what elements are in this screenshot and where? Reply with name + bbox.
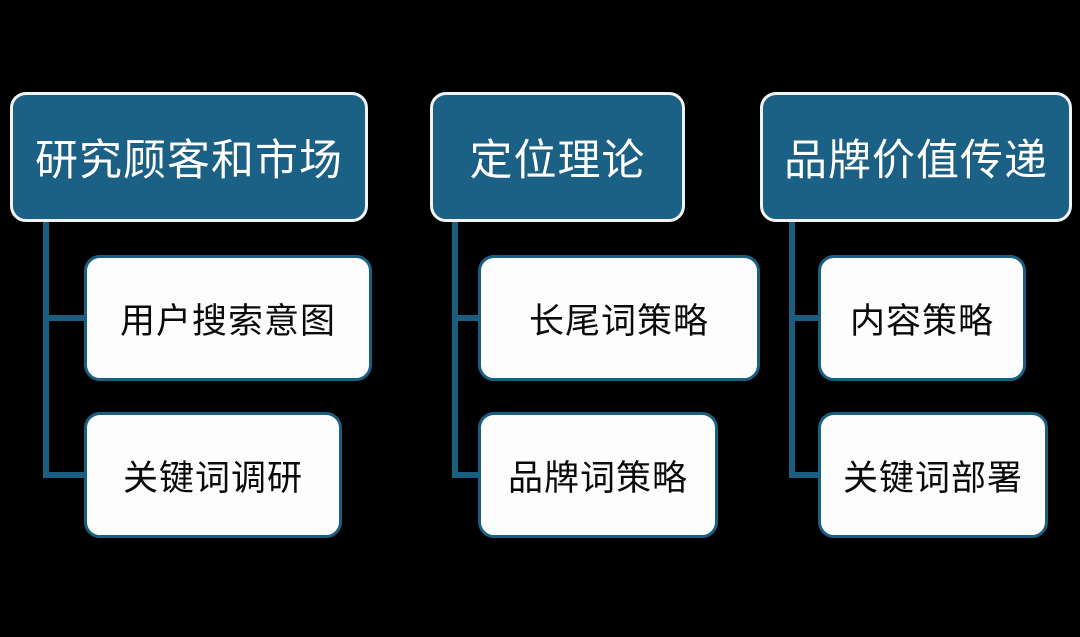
connector-col1-trunk (43, 222, 84, 478)
connector-col2-trunk (452, 222, 478, 478)
connector-col3-trunk (789, 222, 818, 478)
child-node-关键词调研[interactable]: 关键词调研 (84, 412, 342, 538)
connector-group-col3 (789, 222, 818, 478)
child-node-用户搜索意图[interactable]: 用户搜索意图 (84, 255, 372, 381)
header-node-研究顾客和市场[interactable]: 研究顾客和市场 (10, 92, 368, 222)
header-node-定位理论[interactable]: 定位理论 (430, 92, 685, 222)
header-node-品牌价值传递[interactable]: 品牌价值传递 (760, 92, 1072, 222)
child-node-品牌词策略[interactable]: 品牌词策略 (478, 412, 718, 538)
child-node-内容策略[interactable]: 内容策略 (818, 255, 1026, 381)
child-node-长尾词策略[interactable]: 长尾词策略 (478, 255, 760, 381)
connector-group-col1 (43, 222, 84, 478)
child-node-关键词部署[interactable]: 关键词部署 (818, 412, 1048, 538)
connector-group-col2 (452, 222, 478, 478)
